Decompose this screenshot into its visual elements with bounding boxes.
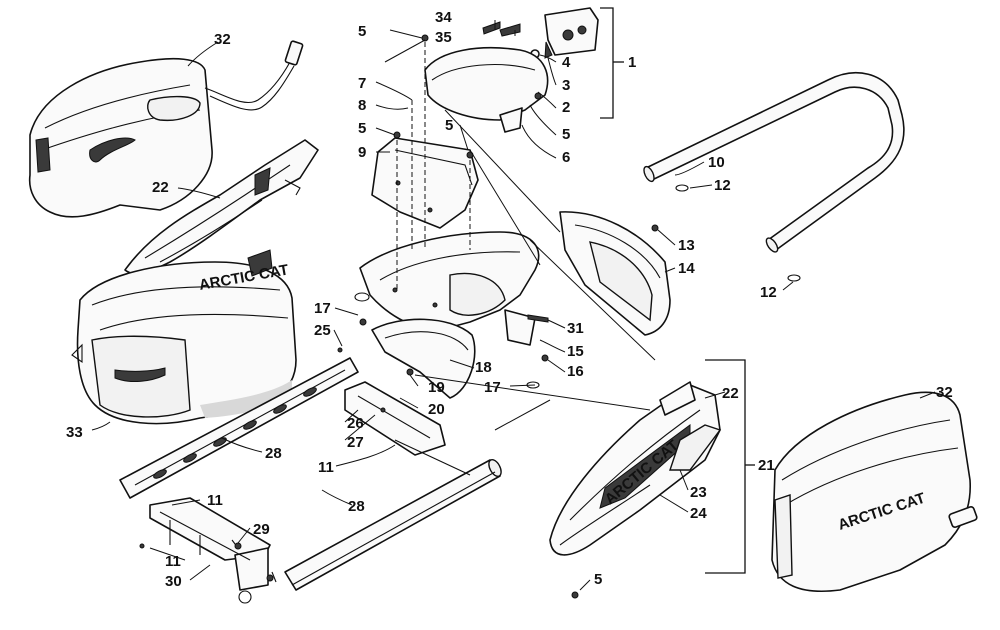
callout-29: 29 [253, 521, 270, 538]
callout-9: 9 [358, 144, 366, 161]
callout-17-a: 17 [314, 300, 331, 317]
left-side-panel-part [124, 139, 319, 275]
callout-5-e: 5 [594, 571, 602, 588]
callout-35: 35 [435, 29, 452, 46]
left-saddle-bag-part [28, 40, 304, 218]
rear-storage-bag-part [71, 249, 297, 425]
callout-leaders [91, 20, 936, 591]
callout-16: 16 [567, 363, 584, 380]
callout-5-d: 5 [562, 126, 570, 143]
tail-light-assembly-part [530, 7, 599, 59]
group-brackets [600, 7, 755, 574]
upper-rail-part [119, 357, 359, 499]
right-inner-panel-part [559, 211, 671, 336]
callout-25: 25 [314, 322, 331, 339]
callout-33: 33 [66, 424, 83, 441]
callout-22-right: 22 [722, 385, 739, 402]
right-side-panel-part [549, 381, 722, 556]
rear-fender-part [359, 231, 540, 346]
callout-7: 7 [358, 75, 366, 92]
callout-34: 34 [435, 9, 452, 26]
callout-15: 15 [567, 343, 584, 360]
callout-19: 19 [428, 379, 445, 396]
callout-11-b: 11 [165, 553, 181, 570]
callout-21: 21 [758, 457, 775, 474]
callout-32-left: 32 [214, 31, 231, 48]
right-saddle-bag-part: ARCTIC CAT [771, 391, 978, 592]
assembly-lines [396, 42, 656, 431]
callout-20: 20 [428, 401, 445, 418]
callout-labels: 32 22 33 28 28 11 11 30 29 26 27 11 17 2… [66, 9, 953, 590]
callout-3: 3 [562, 77, 570, 94]
callout-13: 13 [678, 237, 695, 254]
grab-handle-part [643, 72, 905, 253]
callout-26: 26 [347, 415, 364, 432]
callout-14: 14 [678, 260, 695, 277]
callout-28-upper: 28 [265, 445, 282, 462]
callout-1: 1 [628, 54, 636, 71]
callout-8: 8 [358, 97, 366, 114]
callout-5-a: 5 [358, 23, 366, 40]
callout-2: 2 [562, 99, 570, 116]
callout-23: 23 [690, 484, 707, 501]
callout-5-b: 5 [358, 120, 366, 137]
callout-12-b: 12 [760, 284, 777, 301]
callout-24: 24 [690, 505, 707, 522]
callout-11-a: 11 [207, 492, 223, 509]
callout-17-b: 17 [484, 379, 501, 396]
callout-6: 6 [562, 149, 570, 166]
callout-30: 30 [165, 573, 182, 590]
callout-22-left: 22 [152, 179, 169, 196]
callout-12-a: 12 [714, 177, 731, 194]
lower-trim-panel-part [371, 318, 476, 399]
callout-11-c: 11 [318, 459, 334, 476]
tail-light-housing-part [424, 21, 549, 133]
callout-18: 18 [475, 359, 492, 376]
callout-5-c: 5 [445, 117, 453, 134]
lower-rail-part [284, 459, 502, 591]
callout-4: 4 [562, 54, 571, 71]
callout-28-lower: 28 [348, 498, 365, 515]
callout-31: 31 [567, 320, 584, 337]
callout-10: 10 [708, 154, 725, 171]
upper-mount-bracket-part [344, 381, 471, 476]
callout-27: 27 [347, 434, 364, 451]
callout-32-right: 32 [936, 384, 953, 401]
